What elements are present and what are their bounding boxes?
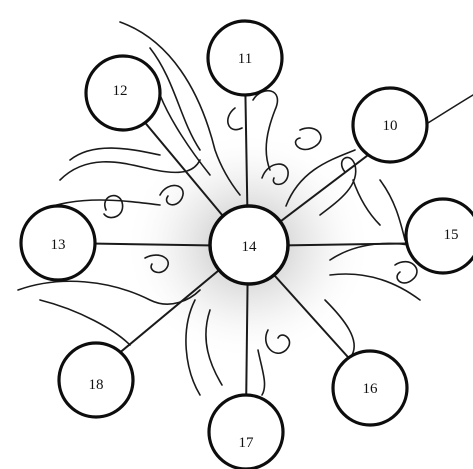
node-13: 13 [21, 206, 95, 280]
node-12-label: 12 [113, 83, 128, 99]
node-11: 11 [208, 21, 282, 95]
node-10: 10 [353, 88, 427, 162]
node-16: 16 [333, 351, 407, 425]
node-11-label: 11 [238, 51, 252, 67]
node-16-label: 16 [363, 381, 379, 397]
node-10-label: 10 [383, 118, 398, 134]
node-12: 12 [86, 56, 160, 130]
center-node-14: 14 [210, 206, 288, 284]
node-18: 18 [59, 343, 133, 417]
node-18-label: 18 [89, 377, 104, 393]
node-15-label: 15 [444, 227, 459, 243]
node-13-label: 13 [51, 237, 66, 253]
node-15: 15 [406, 199, 473, 273]
node-17-label: 17 [239, 435, 255, 451]
node-17: 17 [209, 395, 283, 469]
center-node-label: 14 [242, 239, 258, 255]
